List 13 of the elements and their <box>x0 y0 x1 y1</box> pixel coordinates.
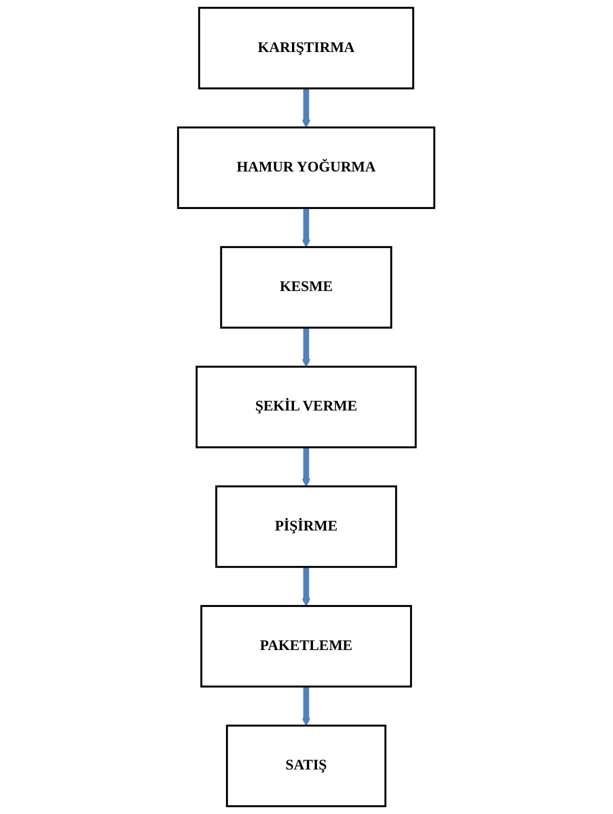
node-box: PAKETLEME <box>200 605 412 688</box>
arrow <box>302 88 311 128</box>
node-box: KESME <box>220 246 393 329</box>
arrow <box>302 447 311 487</box>
arrow <box>302 566 311 606</box>
arrow <box>302 686 311 726</box>
arrow <box>302 328 311 368</box>
node-box: PİŞİRME <box>216 485 398 568</box>
node-box: HAMUR YOĞURMA <box>177 126 436 209</box>
node-box: ŞEKİL VERME <box>196 366 418 448</box>
node-box: SATIŞ <box>226 724 387 808</box>
node-box: KARIŞTIRMA <box>198 6 414 90</box>
arrow <box>302 208 311 248</box>
